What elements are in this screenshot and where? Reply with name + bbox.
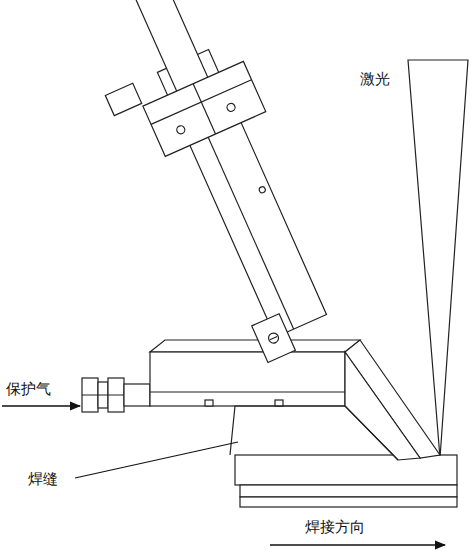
gas-arrow bbox=[2, 405, 80, 406]
nozzle-arm bbox=[70, 0, 359, 379]
direction-arrow bbox=[270, 544, 445, 545]
workpiece-base bbox=[240, 497, 457, 507]
workpiece bbox=[235, 455, 457, 485]
laser-label: 激光 bbox=[360, 70, 390, 88]
gas-label: 保护气 bbox=[6, 380, 51, 398]
direction-label: 焊接方向 bbox=[305, 518, 365, 536]
weld-label: 焊缝 bbox=[28, 470, 58, 488]
laser-beam bbox=[408, 60, 468, 458]
leader-line bbox=[75, 442, 238, 478]
gas-fitting bbox=[82, 378, 150, 412]
nozzle-housing bbox=[150, 340, 440, 460]
workpiece-lower bbox=[240, 485, 457, 497]
